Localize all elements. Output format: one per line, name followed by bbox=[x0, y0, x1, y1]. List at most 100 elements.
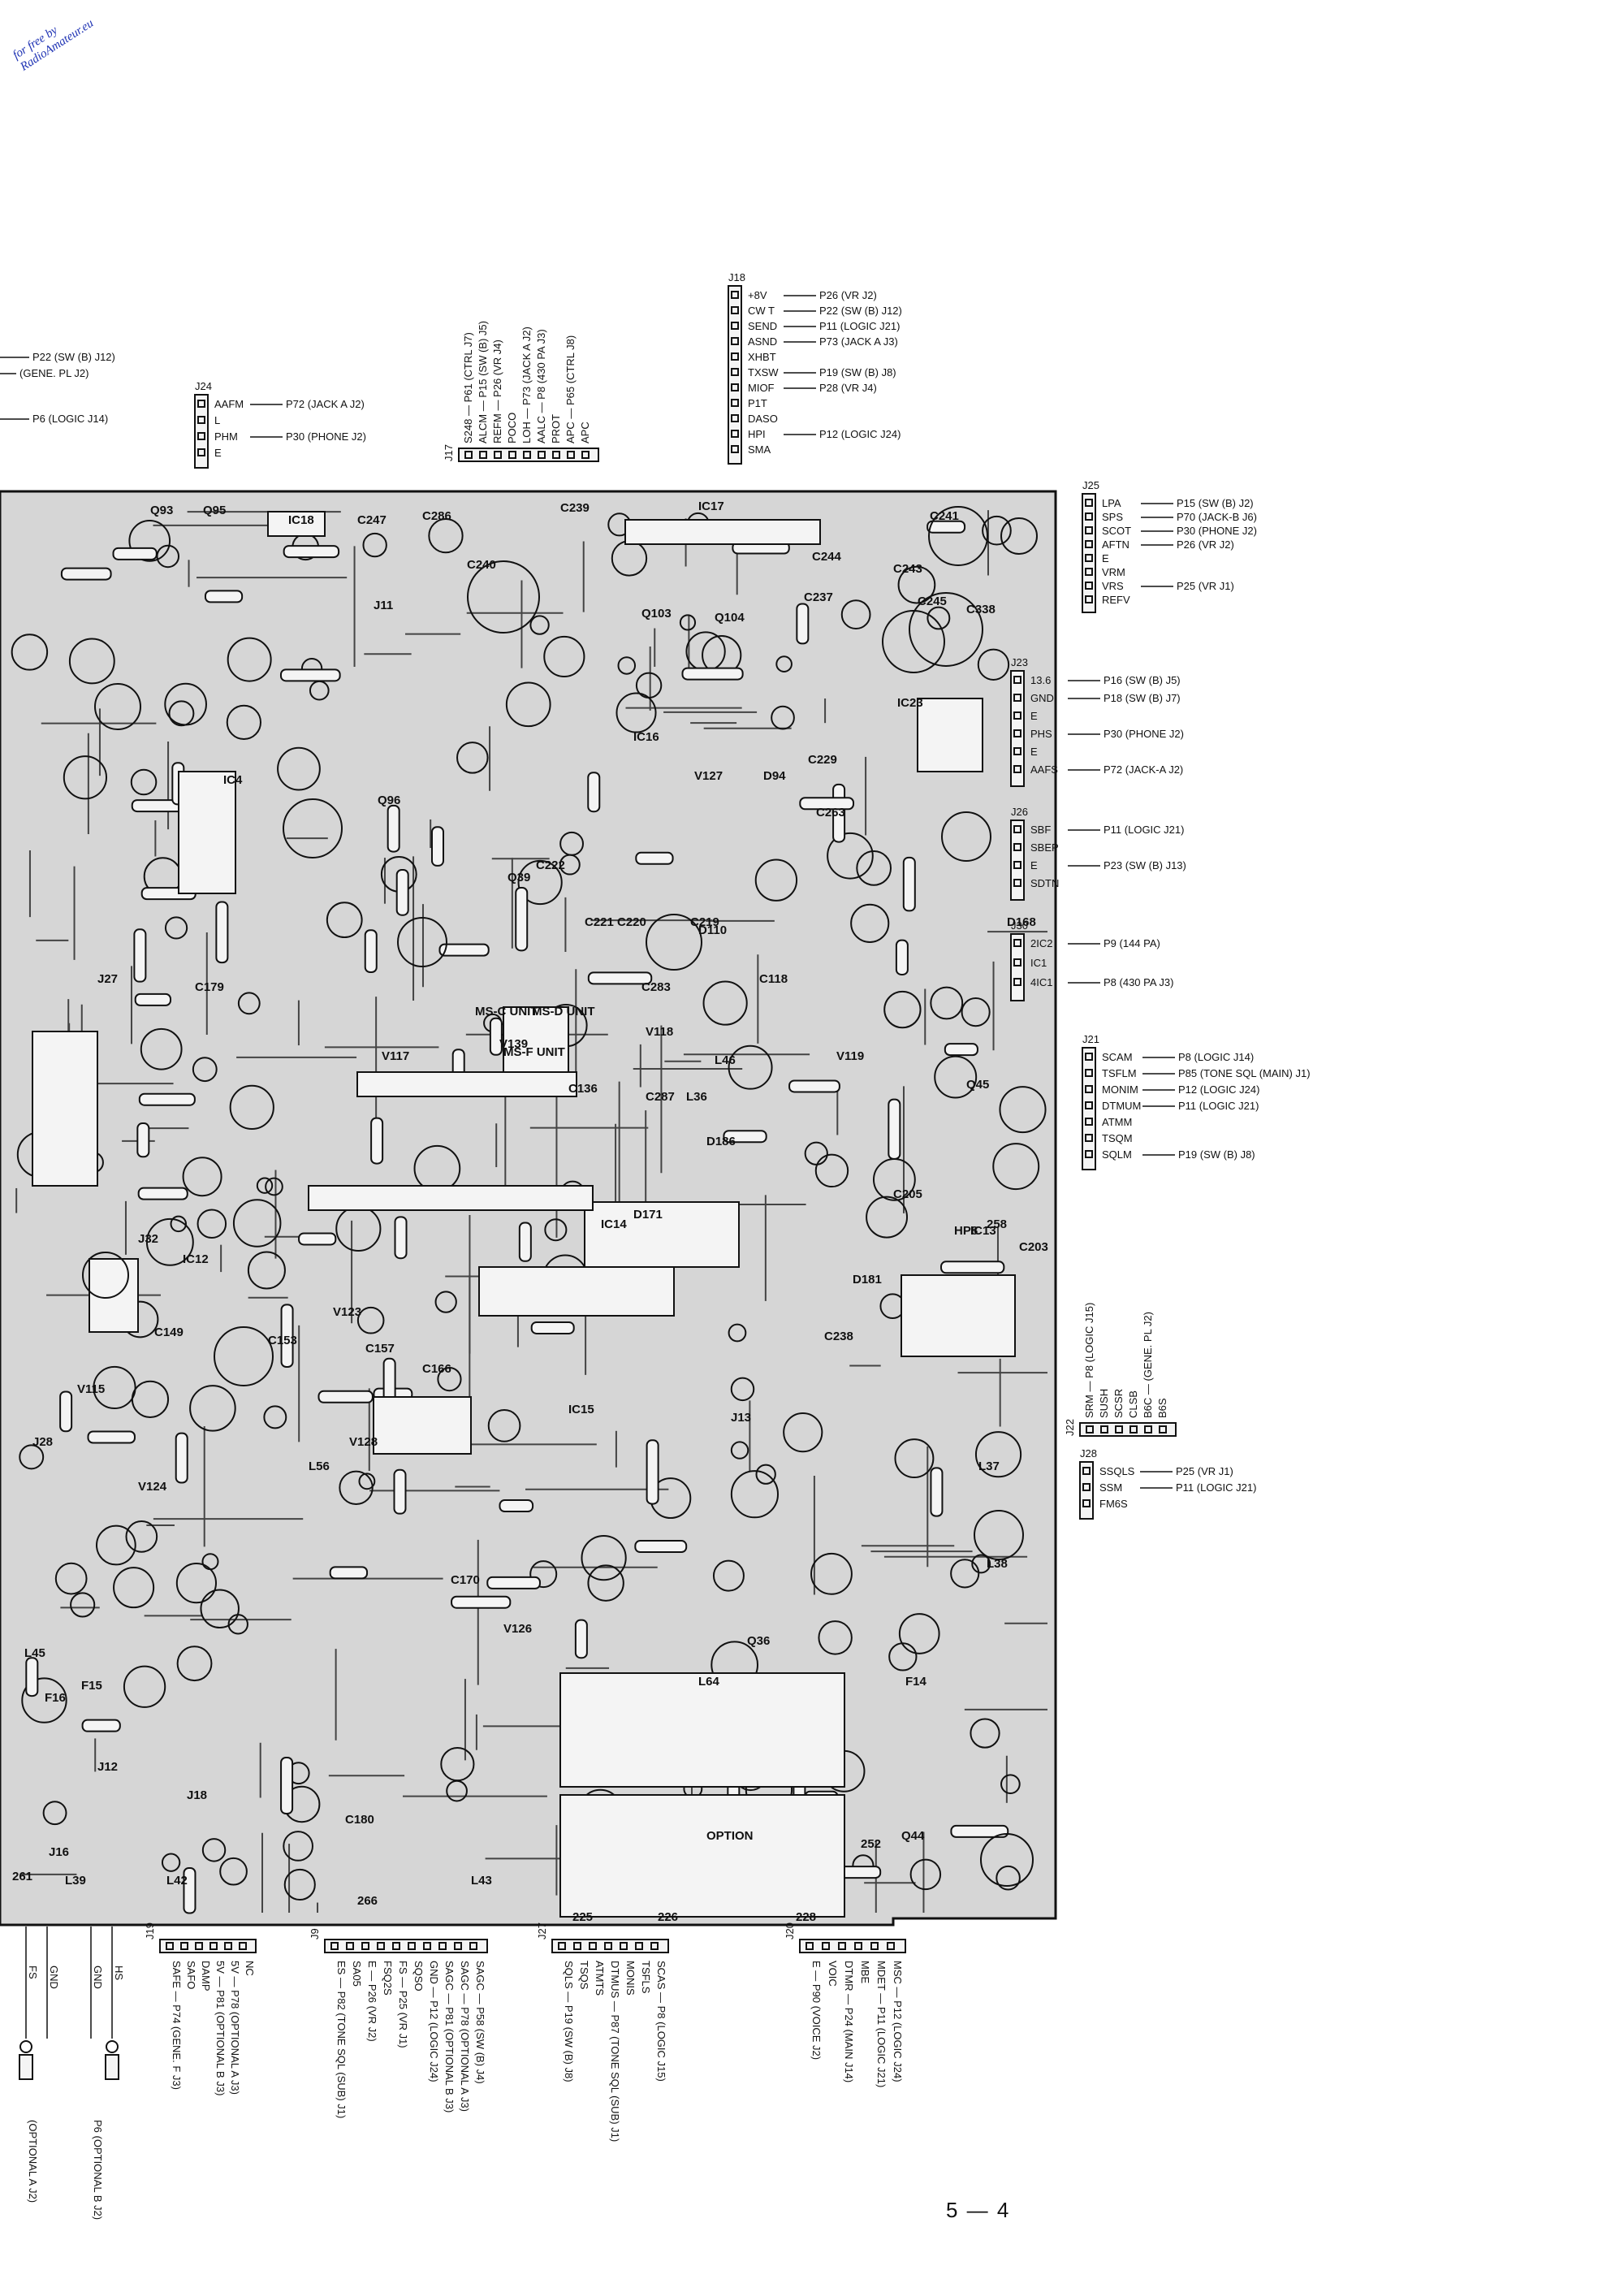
pin-signal-8v: +8V bbox=[748, 289, 767, 301]
pcb-capacitor bbox=[827, 832, 874, 880]
pcb-capacitor bbox=[237, 992, 261, 1015]
pin-signal-phm: PHM bbox=[214, 430, 238, 443]
connector-pin bbox=[1013, 729, 1021, 737]
pcb-ic-package bbox=[373, 1396, 472, 1455]
connector-id: J21 bbox=[1082, 1033, 1099, 1045]
component-label-f14: F14 bbox=[905, 1675, 927, 1689]
connector-top-left-partial: P22 (SW (B) J12)(GENE. PL J2)P6 (LOGIC J… bbox=[0, 351, 115, 425]
pcb-resistor bbox=[530, 1321, 575, 1334]
pin-signal-e: E bbox=[1030, 859, 1038, 871]
component-label-v127: V127 bbox=[694, 769, 723, 783]
pin-signal-sagc: SAGC — P58 (SW (B) J4) bbox=[474, 1961, 486, 2084]
connector-pin bbox=[1085, 1085, 1093, 1093]
pin-destination: P8 (LOGIC J14) bbox=[1178, 1051, 1254, 1063]
pin-signal-sma: SMA bbox=[748, 443, 771, 456]
pcb-capacitor bbox=[909, 1858, 942, 1891]
pcb-large-component bbox=[909, 592, 983, 667]
pcb-resistor bbox=[489, 1017, 503, 1056]
pin-signal-fm6s: FM6S bbox=[1099, 1498, 1128, 1510]
pcb-capacitor bbox=[930, 986, 964, 1020]
component-label-l37: L37 bbox=[978, 1460, 1000, 1473]
pcb-capacitor bbox=[783, 1412, 823, 1453]
connector-pin bbox=[854, 1942, 862, 1950]
pcb-ic-package bbox=[559, 1672, 845, 1788]
pin-signal-hs: HS bbox=[113, 1965, 125, 1980]
pcb-resistor bbox=[215, 901, 229, 964]
pin-signal-sqls: SQLS — P19 (SW (B) J8) bbox=[563, 1961, 575, 2082]
pin-signal-sagc: SAGC — P81 (OPTIONAL B J3) bbox=[443, 1961, 456, 2113]
pin-signal-scam: SCAM bbox=[1102, 1051, 1133, 1063]
component-label-l46: L46 bbox=[715, 1053, 736, 1067]
pcb-capacitor bbox=[926, 606, 951, 630]
connector-pin bbox=[581, 451, 590, 459]
pcb-capacitor bbox=[529, 1560, 558, 1589]
component-label-l38: L38 bbox=[987, 1557, 1008, 1571]
pcb-resistor bbox=[926, 520, 966, 534]
connector-pin bbox=[197, 448, 205, 456]
pcb-resistor bbox=[175, 1432, 188, 1484]
pcb-resistor bbox=[364, 929, 378, 974]
pin-signal-p1t: P1T bbox=[748, 397, 767, 409]
component-label-q96: Q96 bbox=[378, 794, 400, 807]
pcb-capacitor bbox=[168, 700, 195, 727]
connector-pin bbox=[1013, 694, 1021, 702]
connector-pin bbox=[197, 432, 205, 440]
pin-signal-sa05: SA05 bbox=[351, 1961, 363, 1987]
pcb-capacitor bbox=[587, 1564, 624, 1602]
pin-signal-sagc: SAGC — P78 (OPTIONAL A J3) bbox=[459, 1961, 471, 2112]
pin-destination: P72 (JACK A J2) bbox=[286, 398, 365, 410]
connector-pin bbox=[1082, 1467, 1091, 1475]
connector-pin bbox=[1013, 676, 1021, 684]
pin-signal-scas: SCAS — P8 (LOGIC J15) bbox=[655, 1961, 667, 2082]
pcb-ic-package bbox=[308, 1185, 594, 1211]
connector-pin bbox=[1013, 843, 1021, 851]
pcb-capacitor bbox=[140, 1027, 183, 1070]
pcb-capacitor bbox=[950, 1559, 980, 1589]
pcb-resistor bbox=[370, 1117, 384, 1165]
pin-destination: P8 (430 PA J3) bbox=[1104, 976, 1173, 988]
pin-signal-b6c: B6C — (GENE. PL J2) bbox=[1142, 1312, 1154, 1418]
pcb-capacitor bbox=[971, 1554, 991, 1574]
pin-signal-l: L bbox=[214, 414, 220, 426]
pcb-resistor bbox=[60, 567, 112, 581]
pin-signal-sush: SUSH bbox=[1098, 1389, 1110, 1418]
connector-pin bbox=[361, 1942, 369, 1950]
component-label-d94: D94 bbox=[763, 769, 786, 783]
pin-signal-vrm: VRM bbox=[1102, 566, 1125, 578]
connector-pin bbox=[650, 1942, 659, 1950]
pcb-capacitor bbox=[505, 681, 551, 728]
component-label-c219: C219 bbox=[690, 915, 719, 929]
pin-destination: (GENE. PL J2) bbox=[19, 367, 89, 379]
connector-pin bbox=[620, 1942, 628, 1950]
pcb-capacitor bbox=[615, 692, 657, 733]
component-label-c238: C238 bbox=[824, 1330, 853, 1343]
connector-id: J30 bbox=[1011, 919, 1028, 932]
pcb-capacitor bbox=[810, 1552, 853, 1595]
pcb-capacitor bbox=[730, 1377, 755, 1402]
pin-signal-aalc: AALC — P8 (430 PA J3) bbox=[535, 329, 547, 443]
component-label-q103: Q103 bbox=[641, 607, 672, 621]
pcb-resistor bbox=[81, 1719, 121, 1732]
pin-signal-scot: SCOT bbox=[1102, 525, 1131, 537]
pcb-resistor bbox=[393, 1468, 407, 1515]
component-label-d181: D181 bbox=[853, 1273, 882, 1287]
pin-signal-e: E bbox=[1030, 746, 1038, 758]
pin-signal-aafs: AAFS bbox=[1030, 763, 1058, 776]
pcb-capacitor bbox=[977, 648, 1010, 681]
pcb-resistor bbox=[430, 826, 444, 867]
connector-pin bbox=[423, 1942, 431, 1950]
pcb-resistor bbox=[574, 1619, 588, 1659]
pcb-capacitor bbox=[192, 1057, 218, 1083]
pcb-capacitor bbox=[804, 1141, 828, 1165]
pin-signal-dtmum: DTMUM bbox=[1102, 1100, 1141, 1112]
pin-destination: P70 (JACK-B J6) bbox=[1177, 511, 1257, 523]
pcb-resistor bbox=[451, 1595, 512, 1609]
connector-pin bbox=[408, 1942, 416, 1950]
connector-id: J23 bbox=[1011, 656, 1028, 668]
component-label-c243: C243 bbox=[893, 562, 922, 576]
pin-signal-phs: PHS bbox=[1030, 728, 1052, 740]
component-label-c222: C222 bbox=[536, 858, 565, 872]
